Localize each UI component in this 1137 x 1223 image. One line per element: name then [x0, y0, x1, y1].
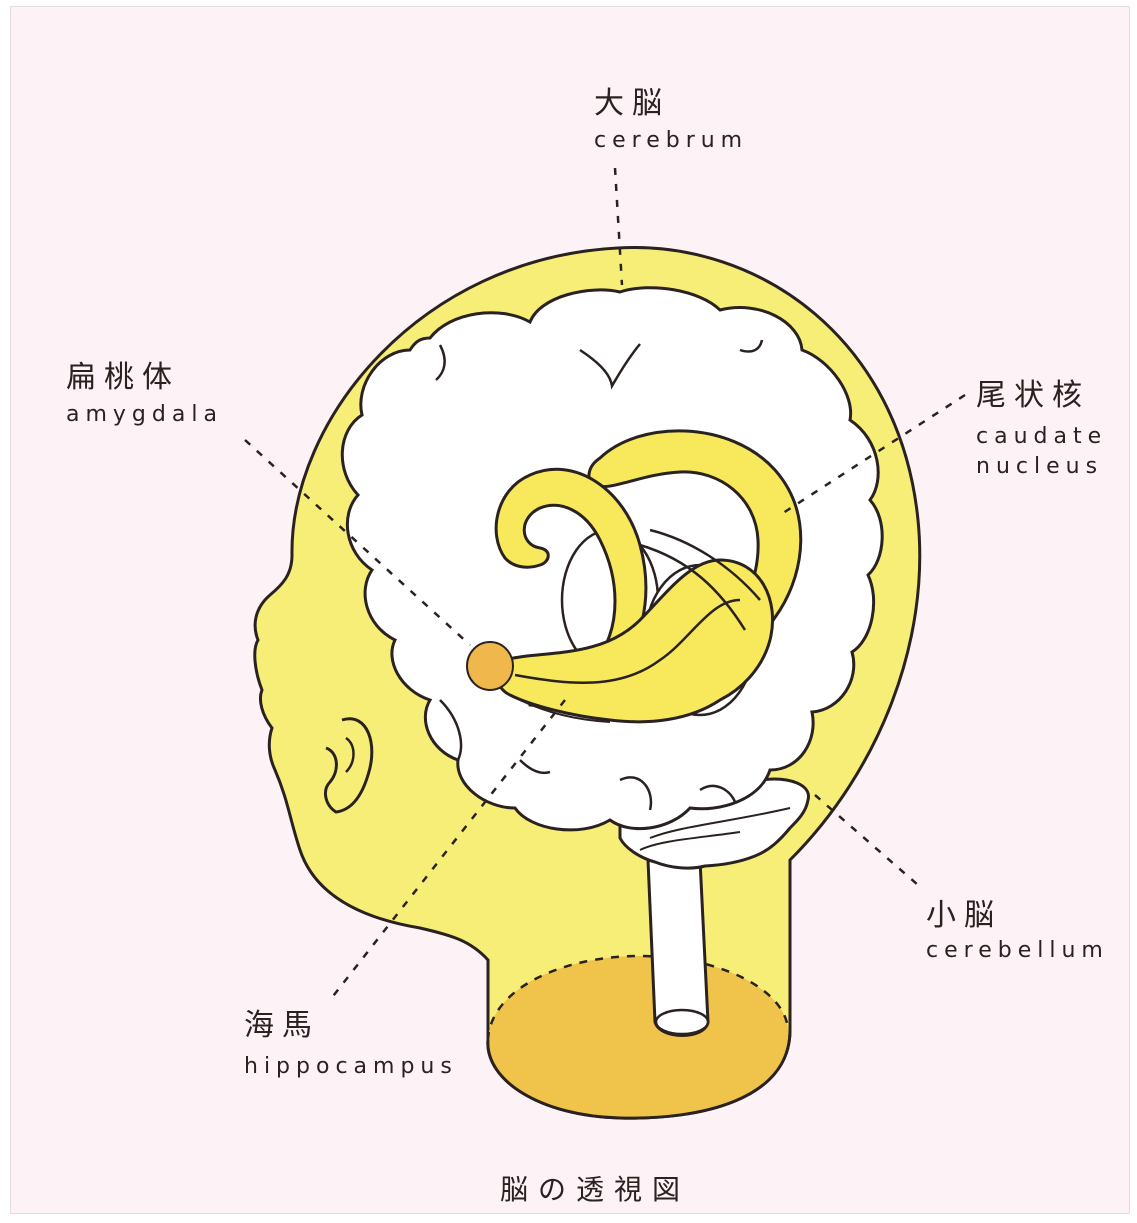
cerebellum-en-text: cerebellum — [926, 936, 1109, 966]
caudate-jp-text: 尾状核 — [976, 370, 1107, 414]
neck-section — [488, 956, 788, 1118]
hippocampus-jp-text: 海馬 — [244, 1000, 458, 1044]
hippocampus-en-text: hippocampus — [244, 1052, 458, 1082]
label-hippocampus: 海馬 hippocampus — [244, 1000, 458, 1082]
amygdala-en-text: amygdala — [66, 400, 223, 430]
figure-caption: 脳の透視図 — [500, 1168, 690, 1208]
caudate-en-text-line2: nucleus — [976, 452, 1107, 482]
amygdala-jp-text: 扁桃体 — [66, 352, 223, 396]
cerebrum-jp-text: 大脳 — [594, 78, 748, 122]
caudate-en-text-line1: caudate — [976, 422, 1107, 452]
cerebellum-jp-text: 小脳 — [926, 890, 1109, 934]
label-amygdala: 扁桃体 amygdala — [66, 352, 223, 430]
label-caudate-nucleus: 尾状核 caudate nucleus — [976, 370, 1107, 482]
amygdala — [467, 642, 513, 690]
label-cerebrum: 大脳 cerebrum — [594, 78, 748, 156]
label-cerebellum: 小脳 cerebellum — [926, 890, 1109, 966]
cerebrum-en-text: cerebrum — [594, 126, 748, 156]
